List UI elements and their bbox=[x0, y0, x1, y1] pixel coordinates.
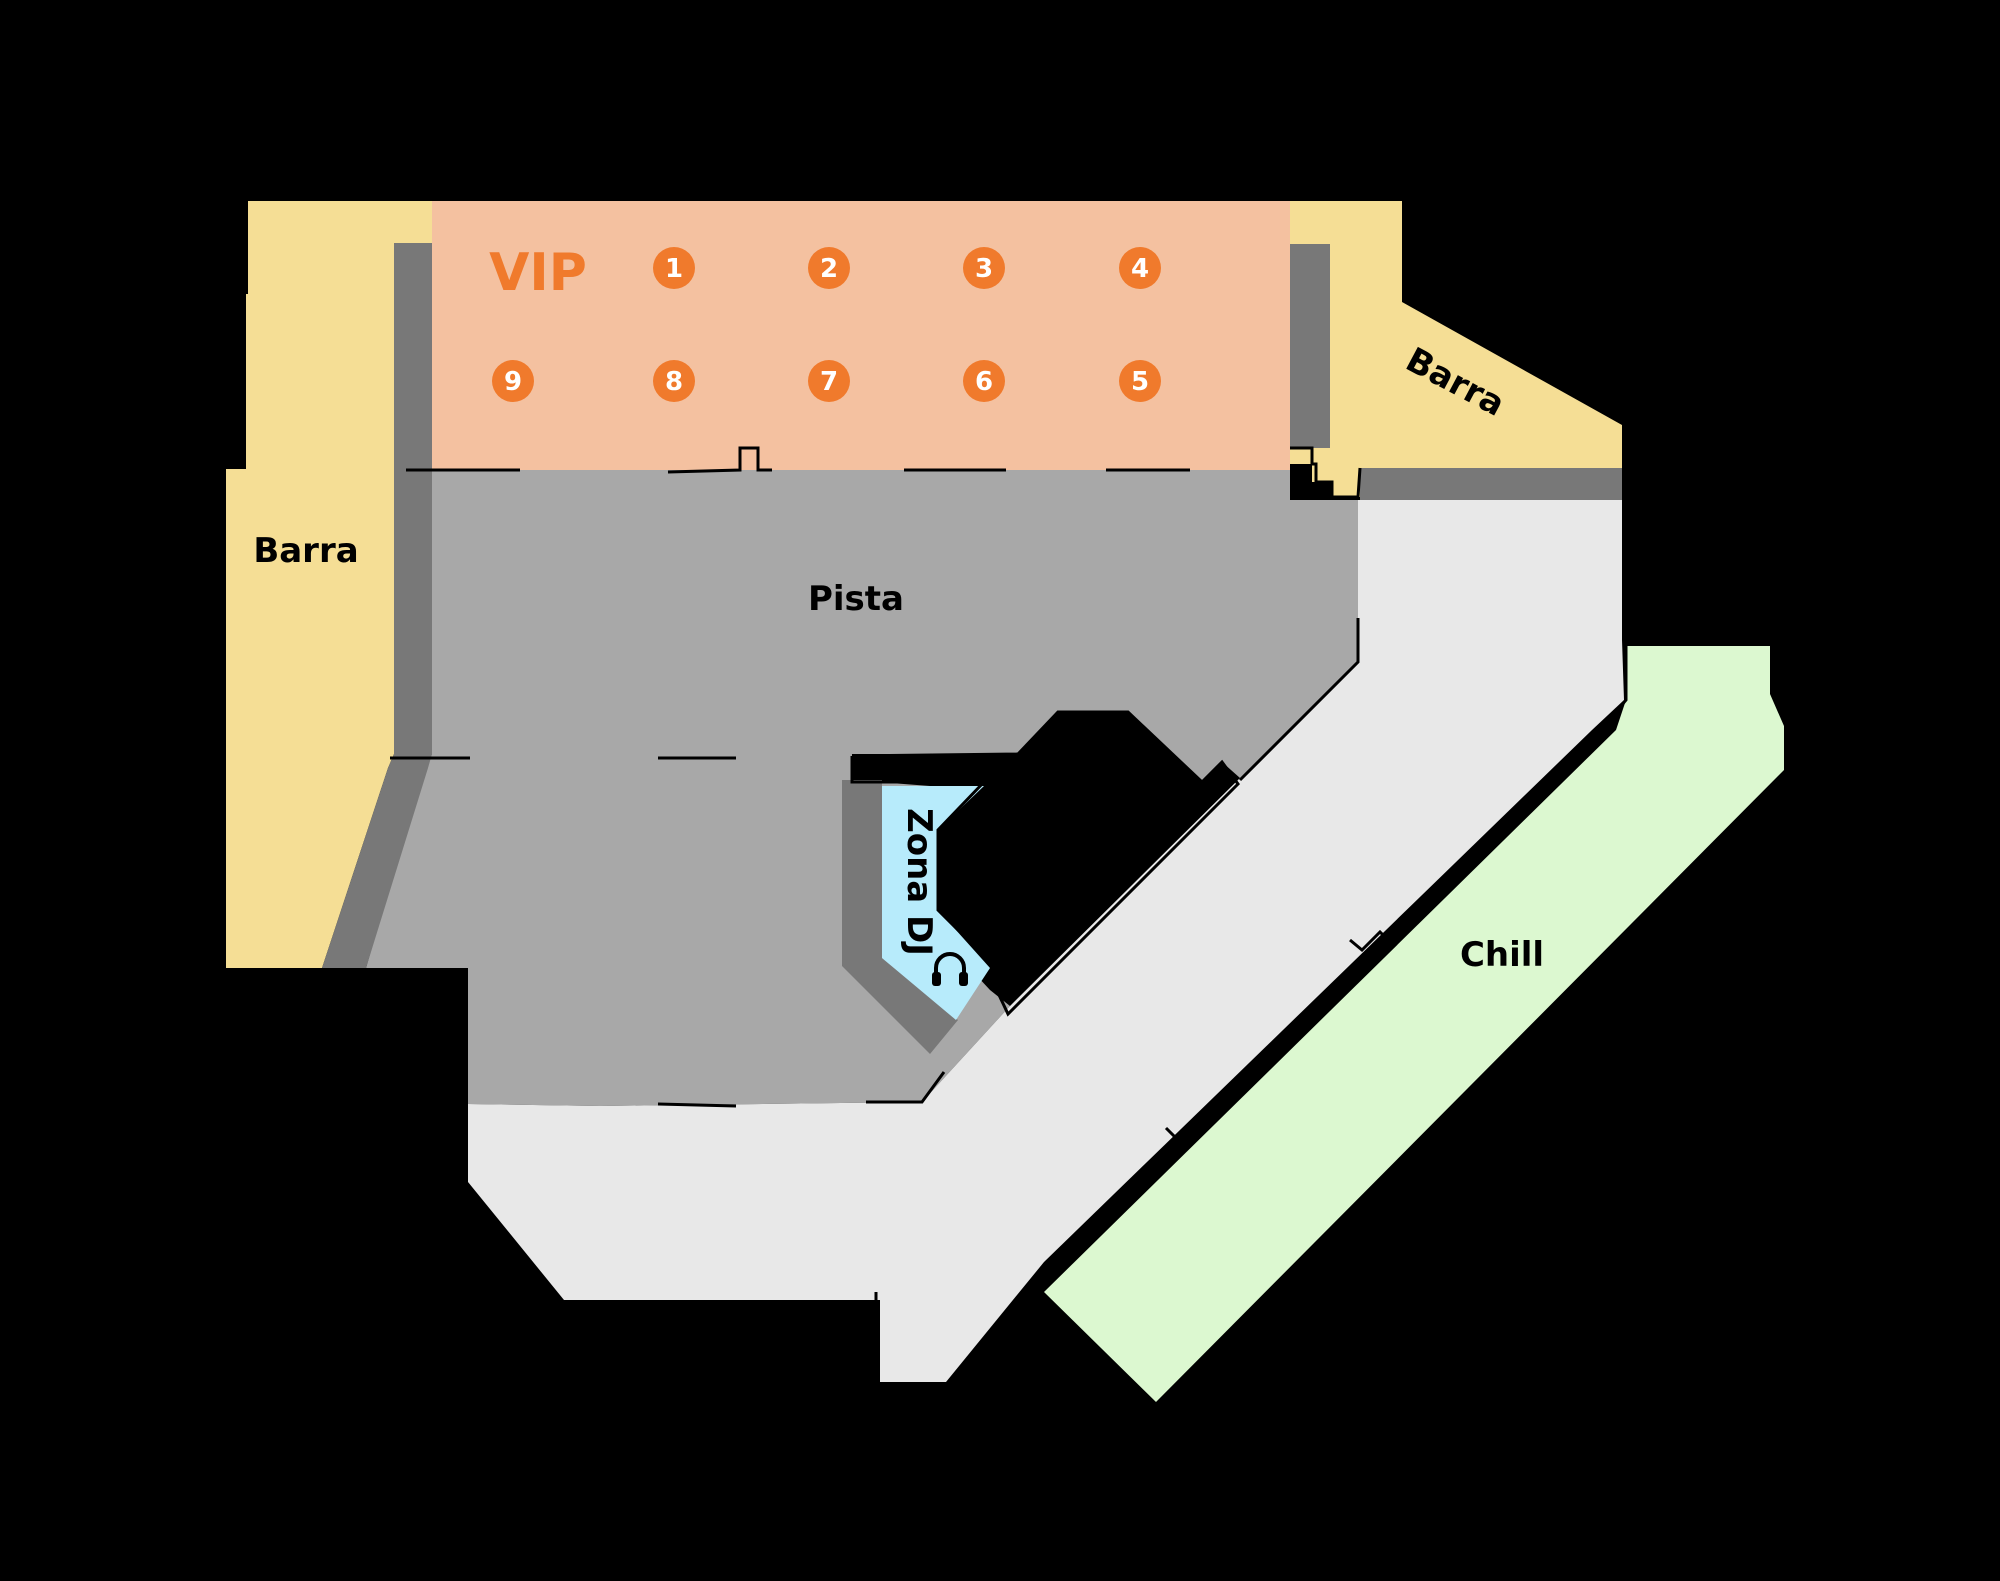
vip-table-7[interactable]: 7 bbox=[808, 360, 850, 402]
vip-table-5[interactable]: 5 bbox=[1119, 360, 1161, 402]
zone-label-pista: Pista bbox=[808, 579, 904, 619]
svg-text:3: 3 bbox=[975, 254, 993, 284]
vip-table-1[interactable]: 1 bbox=[653, 247, 695, 289]
svg-text:5: 5 bbox=[1131, 367, 1149, 397]
vip-table-4[interactable]: 4 bbox=[1119, 247, 1161, 289]
vip-table-6[interactable]: 6 bbox=[963, 360, 1005, 402]
svg-text:1: 1 bbox=[665, 254, 683, 284]
wall-shadow-vip-right bbox=[1290, 244, 1330, 448]
zone-vip[interactable] bbox=[432, 201, 1290, 470]
wall-shadow-dj bbox=[842, 780, 958, 1054]
zone-barra-right[interactable] bbox=[1290, 201, 1622, 497]
zone-chill[interactable] bbox=[1044, 646, 1784, 1402]
walls bbox=[390, 446, 1628, 1300]
vip-table-2[interactable]: 2 bbox=[808, 247, 850, 289]
svg-text:6: 6 bbox=[975, 367, 993, 397]
vip-table-3[interactable]: 3 bbox=[963, 247, 1005, 289]
vip-table-8[interactable]: 8 bbox=[653, 360, 695, 402]
wall-shadow-bar-right bbox=[1360, 468, 1622, 500]
wall-shadow-left bbox=[322, 243, 432, 968]
svg-text:4: 4 bbox=[1131, 254, 1149, 284]
svg-text:9: 9 bbox=[504, 367, 522, 397]
vip-table-9[interactable]: 9 bbox=[492, 360, 534, 402]
vip-tables: 1 2 3 4 9 8 7 6 bbox=[492, 247, 1161, 402]
svg-text:8: 8 bbox=[665, 367, 683, 397]
svg-text:7: 7 bbox=[820, 367, 838, 397]
zone-label-dj: Zona DJ bbox=[899, 808, 939, 956]
zone-label-chill: Chill bbox=[1460, 935, 1544, 975]
zone-label-barra-left: Barra bbox=[253, 531, 358, 571]
headphones-icon bbox=[932, 952, 968, 986]
zone-barra-left[interactable] bbox=[226, 201, 432, 968]
svg-text:2: 2 bbox=[820, 254, 838, 284]
zone-label-vip: VIP bbox=[489, 243, 587, 303]
zone-corridor[interactable] bbox=[468, 500, 1624, 1382]
